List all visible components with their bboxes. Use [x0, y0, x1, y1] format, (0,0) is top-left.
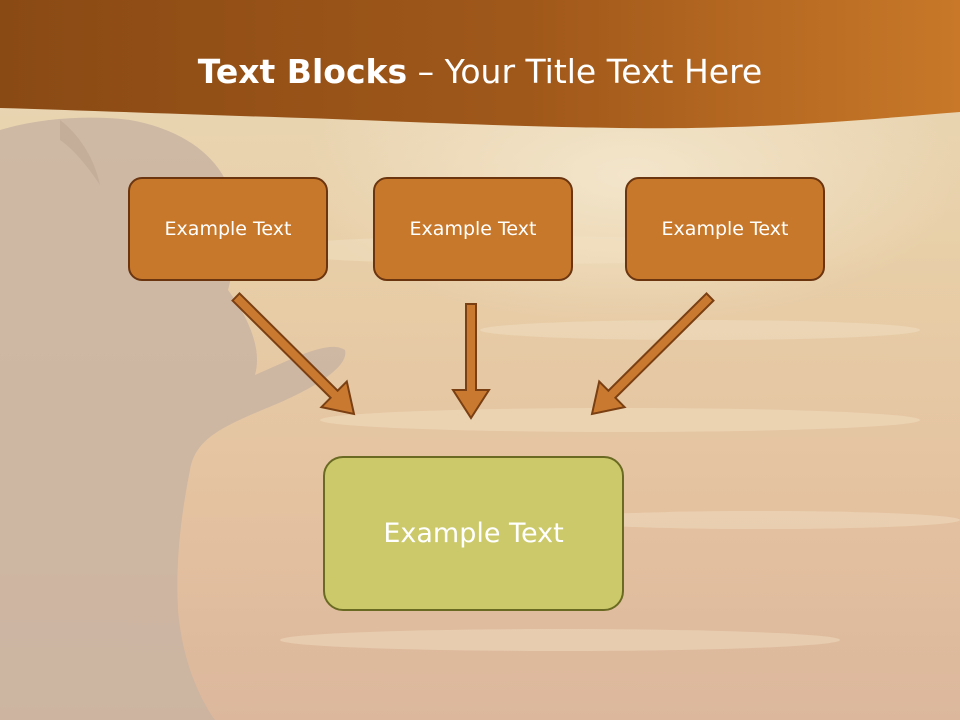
title-dash: – — [407, 52, 445, 91]
header-band — [0, 0, 960, 129]
text-block-label: Example Text — [661, 218, 789, 240]
text-block-right: Example Text — [625, 177, 825, 281]
text-block-center: Example Text — [373, 177, 573, 281]
arrow-left — [231, 291, 356, 416]
slide-title: Text Blocks – Your Title Text Here — [0, 52, 960, 91]
title-bold: Text Blocks — [197, 52, 408, 91]
title-rest: Your Title Text Here — [444, 52, 763, 91]
runner-silhouette — [0, 117, 346, 720]
target-block-label: Example Text — [383, 518, 564, 549]
arrow-center — [451, 303, 491, 420]
target-block: Example Text — [323, 456, 624, 611]
text-block-left: Example Text — [128, 177, 328, 281]
arrow-right — [590, 291, 715, 416]
text-block-label: Example Text — [164, 218, 292, 240]
text-block-label: Example Text — [409, 218, 537, 240]
